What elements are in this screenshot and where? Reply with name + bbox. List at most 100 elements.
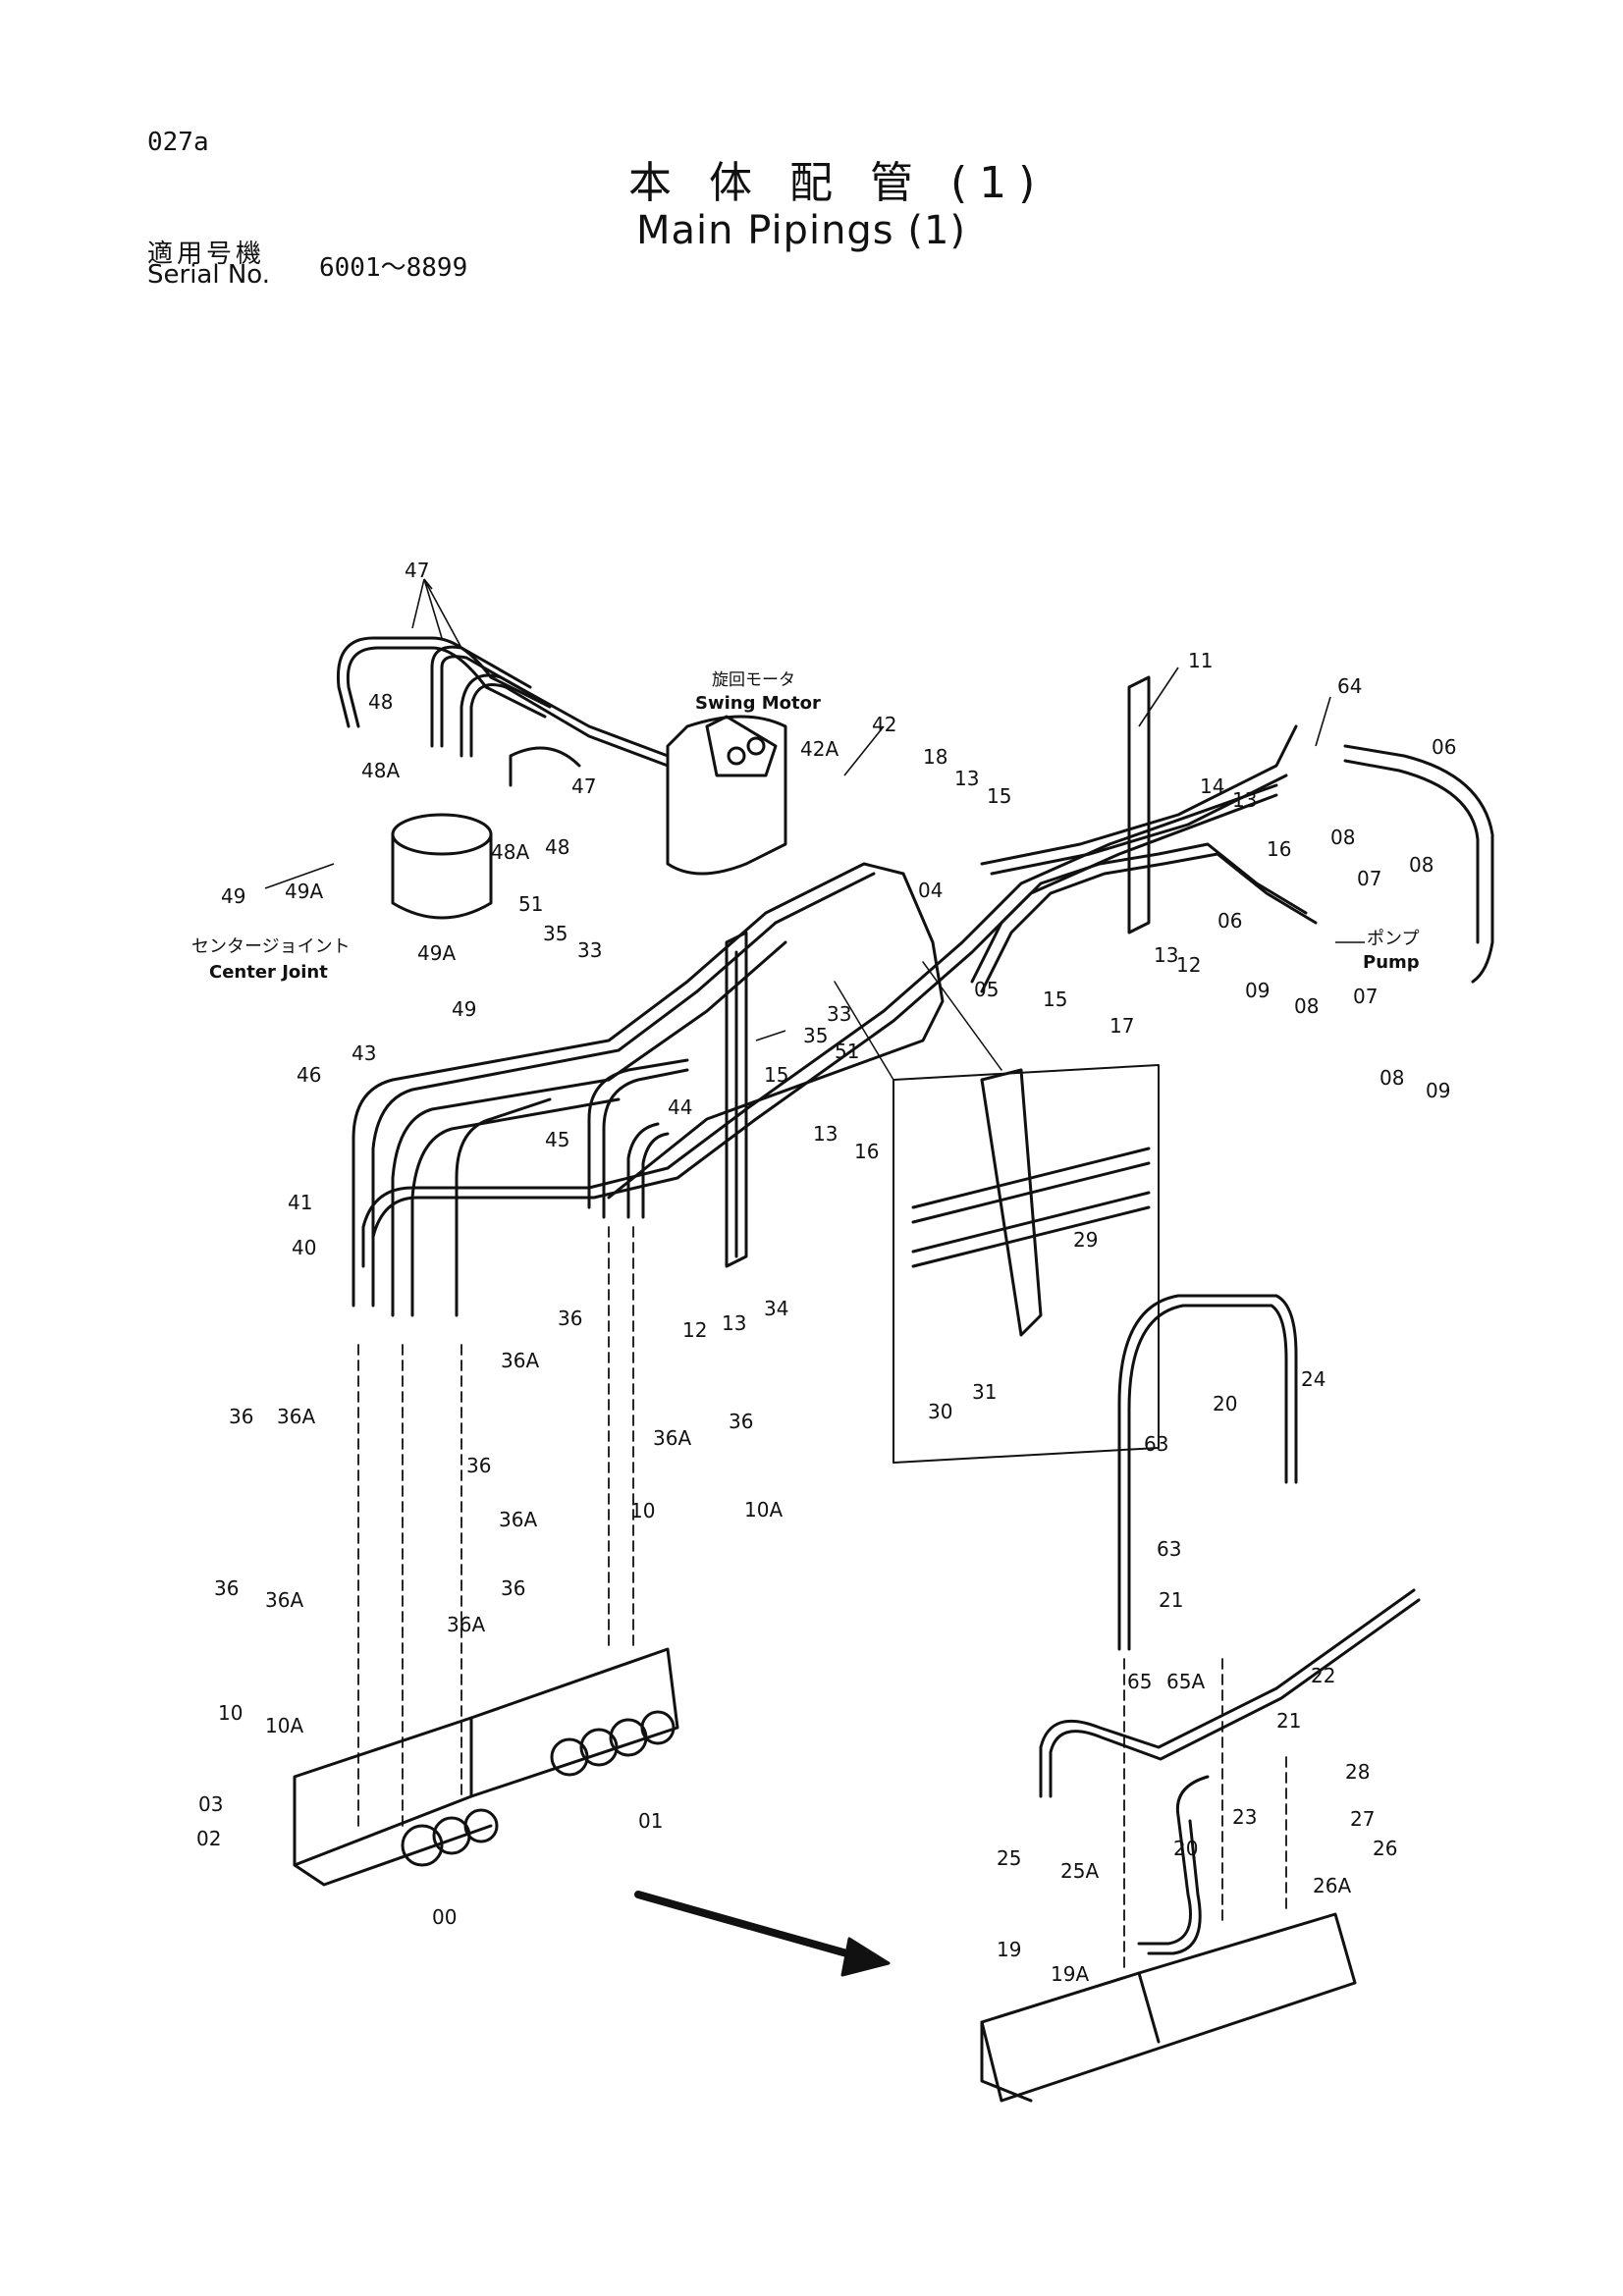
callout-label: 10A [744,1498,783,1522]
callout-label: 00 [432,1905,457,1929]
page-code: 027a [147,128,209,157]
bracket-34 [725,931,748,1268]
callout-label: 48A [491,840,529,864]
callout-label: 36 [229,1405,253,1428]
callout-label: 65A [1166,1670,1205,1693]
callout-label: 63 [1157,1537,1181,1561]
callout-label: 51 [835,1040,859,1063]
callout-label: 07 [1357,867,1381,890]
pipe-runs-40-46 [352,783,1278,1317]
control-valve-left [293,1647,679,1887]
callout-label: 40 [292,1236,316,1259]
hose-47-group [336,636,670,787]
callout-label: 03 [198,1792,223,1816]
callout-label: 08 [1294,994,1319,1018]
callout-label: 21 [1159,1588,1183,1612]
callout-label: 25 [997,1846,1021,1870]
callout-label: 12 [1176,953,1201,977]
callout-label: 36A [499,1508,537,1531]
callout-label: 21 [1276,1709,1301,1733]
callout-label: 46 [297,1063,321,1087]
callout-label: 15 [1043,988,1067,1011]
pump-en: Pump [1363,952,1420,973]
callout-label: 47 [405,559,429,582]
callout-label: 35 [803,1024,828,1047]
serial-range: 6001～8899 [319,253,468,283]
center-joint-en: Center Joint [209,962,328,983]
callout-label: 35 [543,922,568,945]
center-joint-body [391,813,493,920]
callout-label: 05 [974,978,999,1001]
pipe-24 [1117,1294,1298,1651]
callout-label: 44 [668,1095,692,1119]
callout-label: 20 [1213,1392,1237,1415]
callout-label: 01 [638,1809,663,1833]
callout-label: 64 [1337,674,1362,698]
callout-label: 36A [501,1349,539,1372]
direction-arrow [634,1891,891,1977]
callout-label: 15 [987,784,1011,808]
callout-label: 45 [545,1128,569,1151]
callout-label: 14 [1200,774,1224,798]
callout-label: 13 [1154,943,1178,967]
callout-label: 13 [954,767,979,790]
callout-labels: 47 48 48A 48A 48 47 49 49A 49A 49 51 35 … [196,559,1456,1986]
callout-label: 31 [972,1380,997,1404]
callout-label: 30 [928,1400,952,1423]
bracket-11 [1127,675,1151,934]
callout-label: 36A [265,1588,303,1612]
callout-label: 24 [1301,1367,1325,1391]
title-english: Main Pipings (1) [636,208,967,253]
callout-label: 48A [361,759,400,782]
callout-label: 20 [1173,1837,1198,1860]
callout-label: 48 [545,835,569,859]
callout-label: 26 [1373,1837,1397,1860]
dashed-links-left [357,1226,634,1827]
annotations: 旋回モータ Swing Motor センタージョイント Center Joint… [191,670,1420,983]
callout-label: 42A [800,737,839,761]
callout-label: 04 [918,879,943,902]
callout-label: 49 [221,884,245,908]
callout-label: 33 [827,1002,851,1026]
callout-label: 09 [1426,1079,1450,1102]
serial-label-japanese: 適用号機 [147,240,266,269]
callout-label: 16 [1267,837,1291,861]
callout-label: 47 [571,774,596,798]
callout-label: 48 [368,690,393,714]
callout-label: 19A [1051,1962,1089,1986]
callout-label: 02 [196,1827,221,1850]
callout-label: 11 [1188,649,1213,672]
callout-label: 36 [214,1576,239,1600]
callout-label: 09 [1245,979,1270,1002]
callout-label: 27 [1350,1807,1375,1831]
callout-label: 08 [1380,1066,1404,1090]
callout-label: 49 [452,997,476,1021]
callout-label: 13 [1232,788,1257,812]
callout-label: 06 [1217,909,1242,933]
callout-label: 29 [1073,1228,1098,1252]
callout-label: 36 [466,1454,491,1477]
callout-label: 19 [997,1938,1021,1961]
callout-label: 36 [729,1410,753,1433]
pump-jp: ポンプ [1367,929,1419,949]
swing-motor-body [666,715,787,876]
title-japanese: 本 体 配 管 (1) [628,158,1048,208]
callout-label: 08 [1409,853,1434,877]
swing-motor-en: Swing Motor [695,693,821,714]
callout-label: 16 [854,1140,879,1163]
callout-label: 26A [1313,1874,1351,1897]
hose-20-lower [1137,1775,1210,1955]
pipe-04-05 [970,724,1318,993]
callout-label: 22 [1311,1664,1335,1687]
callout-label: 36 [558,1307,582,1330]
callout-label: 13 [813,1122,838,1146]
callout-label: 42 [872,713,896,736]
callout-label: 34 [764,1297,788,1320]
callout-label: 33 [577,938,602,962]
callout-label: 36A [447,1613,485,1636]
callout-label: 15 [764,1063,788,1087]
callout-label: 06 [1432,735,1456,759]
callout-label: 23 [1232,1805,1257,1829]
swing-motor-jp: 旋回モータ [712,670,795,690]
callout-label: 41 [288,1191,312,1214]
